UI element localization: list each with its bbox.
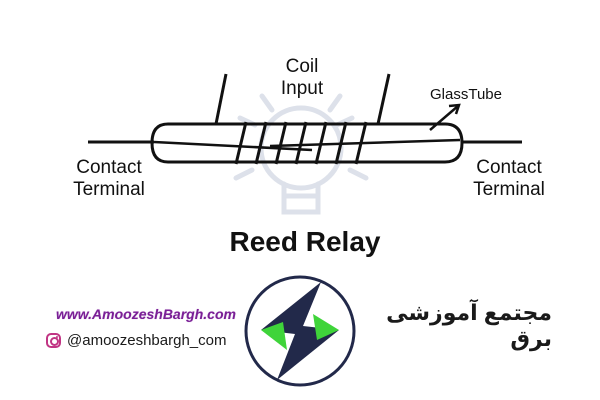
glass-tube bbox=[150, 122, 464, 164]
glass-tube-label: GlassTube bbox=[430, 86, 502, 103]
website-link[interactable]: www.AmoozeshBargh.com bbox=[56, 306, 236, 322]
contact-terminal-left-label: Contact Terminal bbox=[56, 157, 162, 201]
light-bulb-watermark-icon bbox=[233, 93, 369, 215]
instagram-icon bbox=[46, 332, 61, 348]
left-reed-blade bbox=[153, 140, 313, 152]
contact-left-line1: Contact bbox=[76, 157, 142, 178]
coil-input-label: Coil Input bbox=[262, 56, 342, 100]
instagram-handle: @amoozeshbargh_com bbox=[67, 331, 227, 349]
coil-windings bbox=[234, 121, 368, 165]
lightning-bolt-logo-icon bbox=[244, 275, 356, 387]
coil-label-line2: Input bbox=[280, 77, 324, 99]
coil-lead-left bbox=[214, 73, 228, 125]
brand-name: مجتمع آموزشی برق bbox=[386, 300, 552, 351]
right-reed-blade bbox=[269, 138, 461, 148]
diagram-title: Reed Relay bbox=[229, 226, 381, 257]
contact-right-line2: Terminal bbox=[473, 178, 545, 200]
contact-right-line1: Contact bbox=[476, 157, 542, 178]
contact-left-line2: Terminal bbox=[73, 178, 145, 200]
coil-label-line1: Coil bbox=[285, 56, 319, 77]
coil-lead-right bbox=[376, 73, 391, 125]
contact-terminal-right-label: Contact Terminal bbox=[458, 157, 560, 201]
instagram-row[interactable]: @amoozeshbargh_com bbox=[46, 331, 226, 349]
glass-tube-arrow bbox=[429, 103, 461, 131]
